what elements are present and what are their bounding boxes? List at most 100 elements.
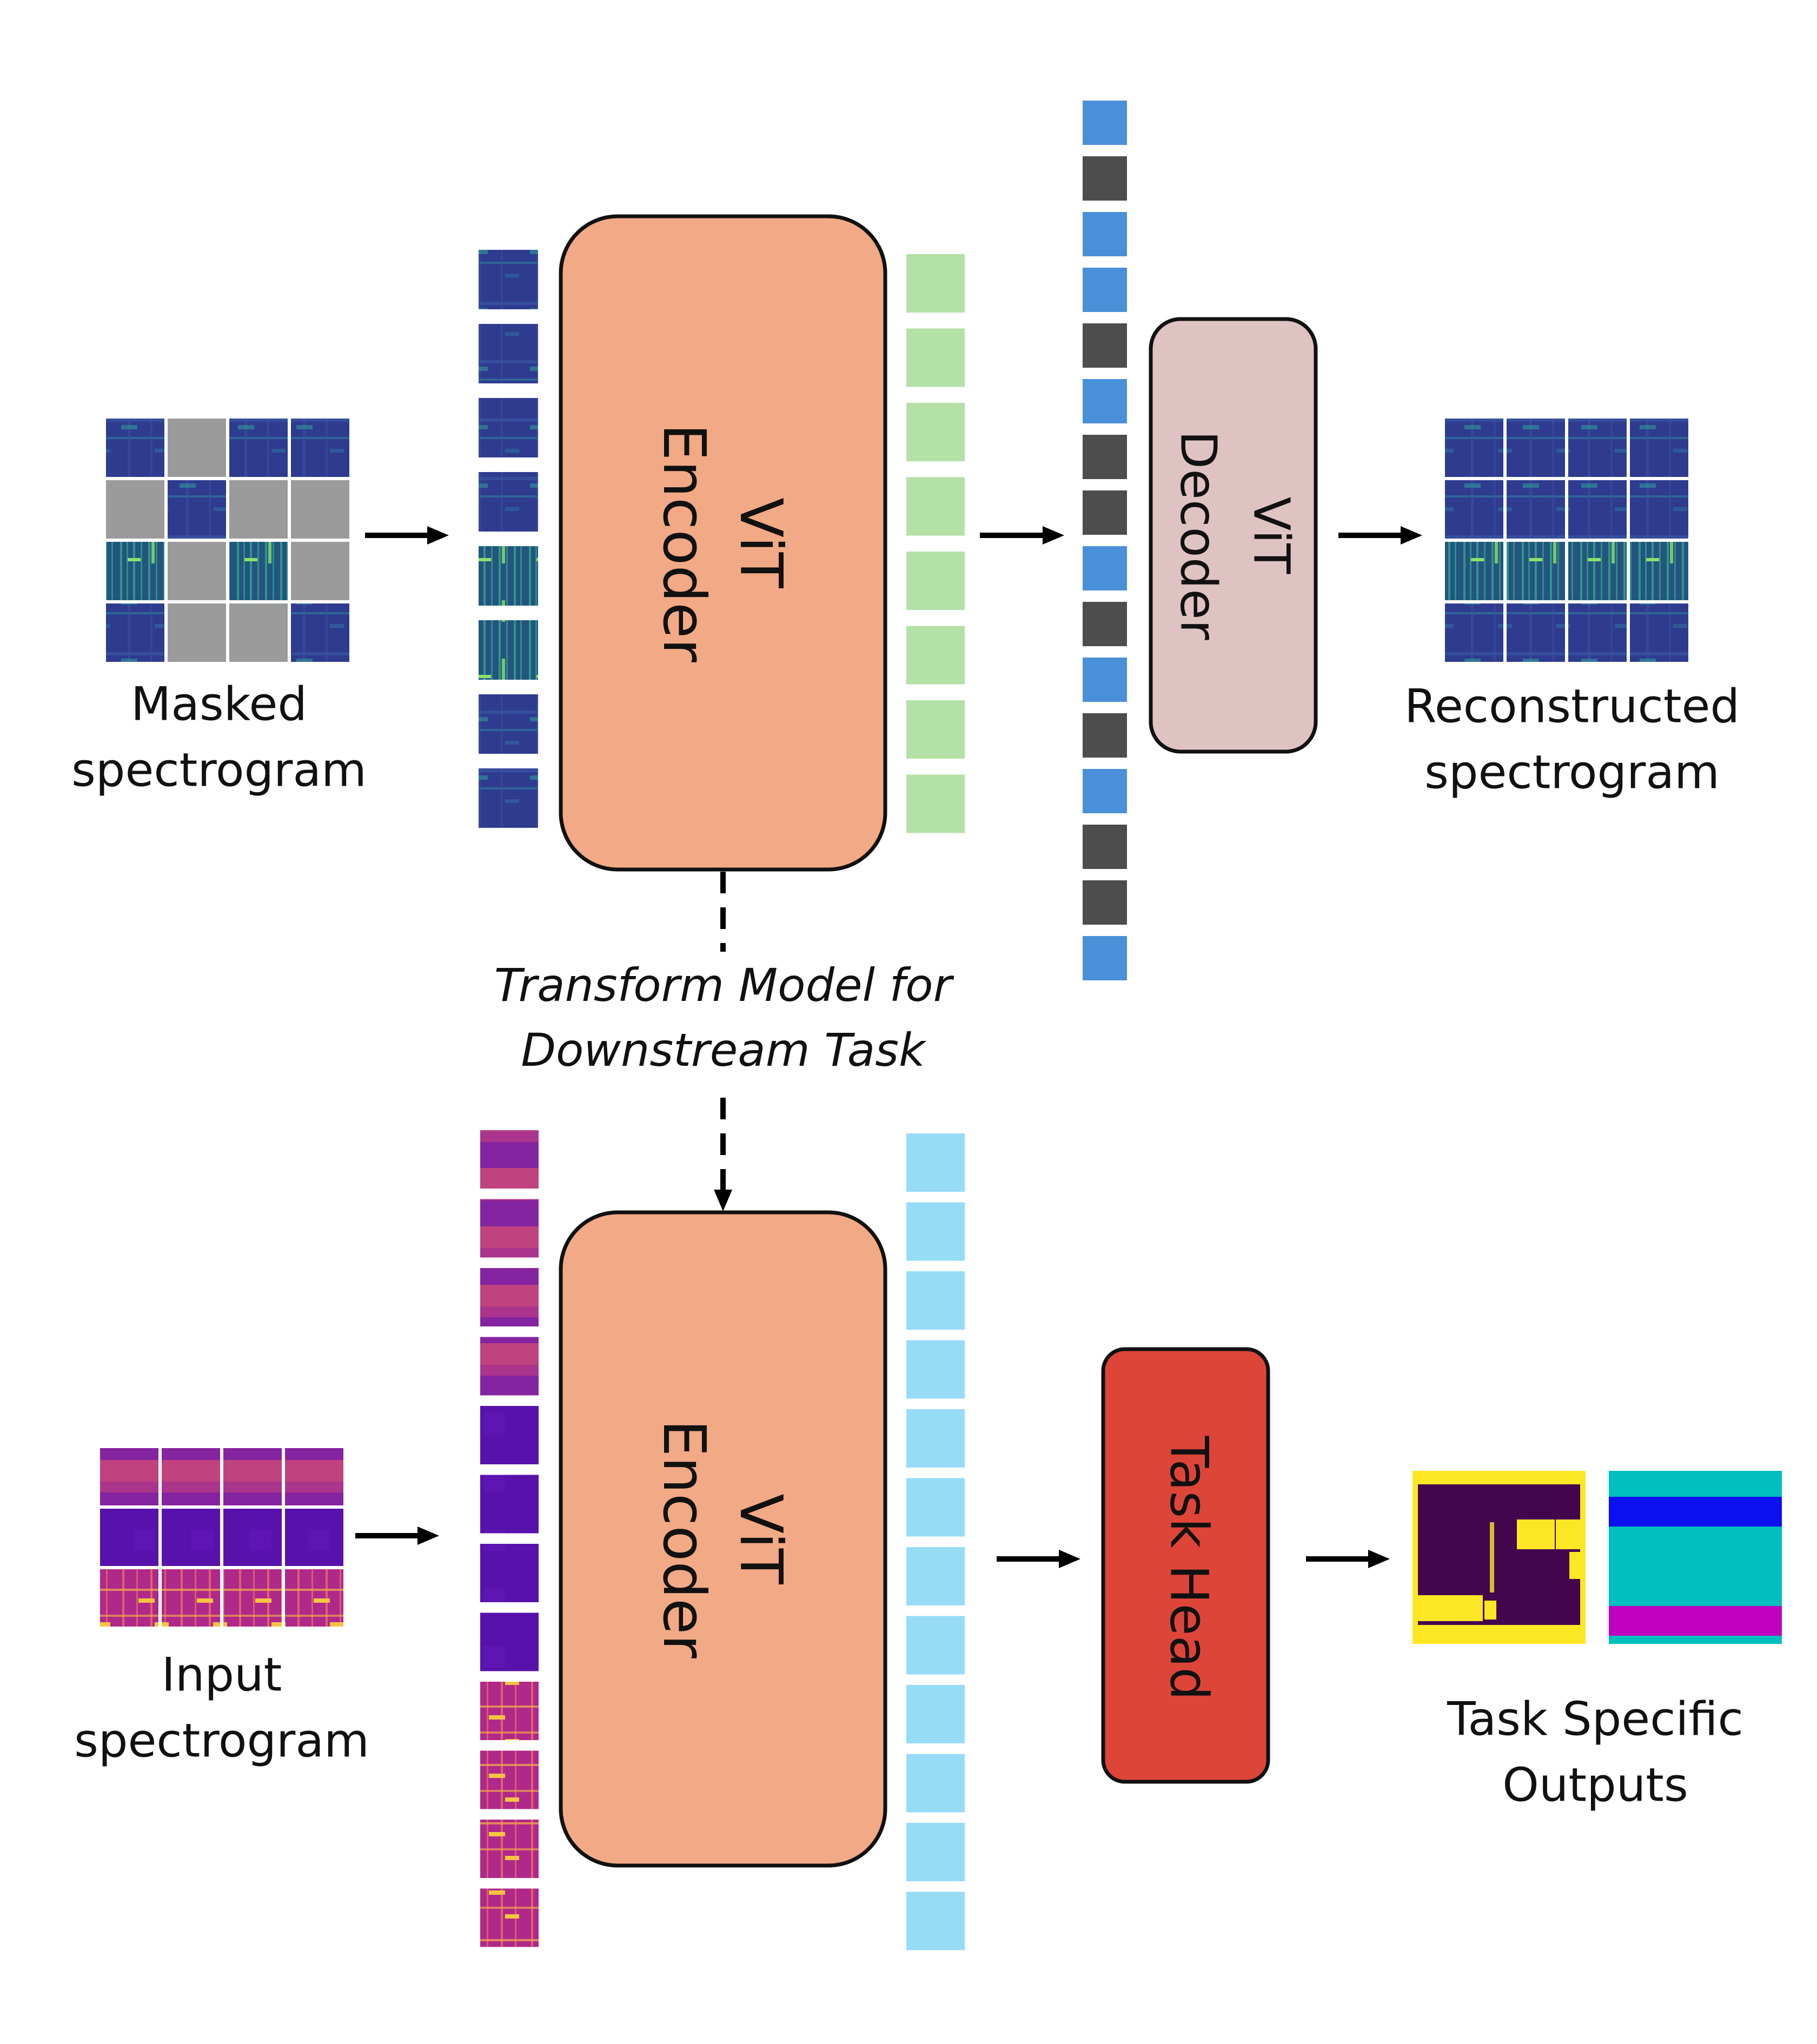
visible-token — [1083, 769, 1127, 813]
reconstructed-spectrogram-grid-cell — [1630, 419, 1688, 477]
encoder-input-patch — [479, 472, 538, 532]
classification-output — [1609, 1471, 1782, 1644]
latent-token — [906, 403, 965, 461]
downstream-token — [906, 1409, 965, 1468]
latent-token — [906, 700, 965, 759]
mask-token — [1083, 713, 1127, 758]
arrow-head-to-outputs — [1306, 1550, 1390, 1568]
downstream-token — [906, 1685, 965, 1743]
reconstructed-spectrogram-grid-cell — [1507, 480, 1565, 539]
downstream-token — [906, 1133, 965, 1192]
transfer-label-line2: Downstream Task — [521, 1024, 927, 1077]
latent-token — [906, 254, 965, 313]
mask-token — [1083, 156, 1127, 201]
mask-token — [1083, 825, 1127, 869]
latent-token — [906, 774, 965, 833]
reconstructed-spectrogram-grid-cell — [1568, 542, 1627, 600]
outputs-label-line2: Outputs — [1502, 1758, 1688, 1812]
transfer-label-line1: Transform Model for — [494, 959, 954, 1012]
input-spectrogram-grid-cell — [223, 1448, 282, 1505]
downstream-input-patch — [480, 1544, 539, 1602]
reconstructed-spectrogram-grid-cell — [1445, 542, 1503, 600]
reconstructed-spectrogram-grid-cell — [1507, 603, 1565, 662]
downstream-input-patch — [480, 1612, 539, 1671]
masked-spectrogram-grid-cell — [106, 480, 164, 539]
masked-spectrogram-grid-cell — [291, 542, 349, 600]
arrow-tokens-to-head-head — [1059, 1550, 1080, 1568]
task-head: Task Head — [1101, 1347, 1270, 1784]
masked-spectrogram-grid-cell — [168, 480, 226, 539]
mask-token — [1083, 435, 1127, 479]
encoder-block-shape — [559, 214, 887, 872]
arrow-input-to-patches — [355, 1527, 439, 1545]
visible-token — [1083, 546, 1127, 590]
input-spectrogram-grid-cell — [285, 1569, 343, 1627]
masked-spectrogram-grid-cell — [229, 603, 288, 662]
arrow-decoder-to-reconstruction — [1338, 526, 1422, 545]
reconstructed-spectrogram-grid-cell — [1445, 603, 1503, 662]
visible-token — [1083, 212, 1127, 256]
mask-token — [1083, 602, 1127, 646]
latent-token — [906, 552, 965, 610]
seg-yellow-blob — [1521, 1625, 1580, 1638]
reconstructed-label-line1: Reconstructed — [1404, 679, 1740, 733]
encoder-input-patch — [479, 694, 538, 754]
seg-yellow-blob — [1556, 1519, 1580, 1549]
downstream-input-patch — [480, 1682, 539, 1740]
mask-token — [1083, 323, 1127, 368]
masked-spectrogram-grid-cell — [291, 603, 349, 662]
arrow-input-to-patches-head — [417, 1527, 439, 1545]
encoder-input-patch — [479, 398, 538, 457]
arrow-tokens-to-head — [997, 1550, 1080, 1568]
downstream-input-patch — [480, 1820, 539, 1878]
masked-spectrogram-grid — [103, 415, 353, 665]
input-spectrogram-grid-cell — [285, 1448, 343, 1505]
encoder-input-patch — [479, 768, 538, 828]
seg-yellow-blob — [1517, 1519, 1555, 1549]
decoder-label-decoder: Decoder — [1170, 430, 1228, 640]
encoder-input-patch — [479, 250, 538, 309]
reconstructed-label-line2: spectrogram — [1424, 745, 1720, 799]
input-label-line1: Input — [162, 1648, 282, 1702]
mask-token — [1083, 880, 1127, 925]
downstream-input-patch — [480, 1268, 539, 1326]
latent-token — [906, 328, 965, 387]
encoder-label-vit: ViT — [727, 1494, 794, 1585]
reconstructed-spectrogram-grid-cell — [1507, 419, 1565, 477]
masked-spectrogram-grid-cell — [291, 419, 349, 477]
arrow-masked-to-patches-head — [427, 526, 449, 545]
input-spectrogram-grid-cell — [162, 1569, 220, 1627]
input-spectrogram-grid-cell — [285, 1509, 343, 1566]
masked-spectrogram-grid-cell — [291, 480, 349, 539]
transfer-dashed-arrow — [714, 1098, 732, 1211]
visible-token — [1083, 379, 1127, 423]
arrow-latent-to-decoder-input — [980, 526, 1064, 545]
masked-label-line1: Masked — [131, 677, 307, 731]
downstream-input-patch — [480, 1475, 539, 1534]
downstream-token — [906, 1823, 965, 1881]
encoder-label-encoder: Encoder — [650, 423, 718, 662]
seg-yellow-line — [1490, 1522, 1494, 1592]
downstream-token — [906, 1754, 965, 1813]
downstream-token — [906, 1271, 965, 1330]
downstream-token — [906, 1478, 965, 1537]
masked-label-line2: spectrogram — [71, 743, 367, 797]
downstream-token — [906, 1340, 965, 1399]
latent-token — [906, 477, 965, 536]
visible-token — [1083, 658, 1127, 702]
arrow-head-to-outputs-head — [1368, 1550, 1390, 1568]
masked-spectrogram-grid-cell — [229, 542, 288, 600]
reconstructed-spectrogram-grid-cell — [1507, 542, 1565, 600]
cls-blue-band — [1609, 1497, 1782, 1527]
reconstructed-spectrogram-grid — [1442, 415, 1692, 665]
masked-spectrogram-grid-cell — [106, 603, 164, 662]
visible-token — [1083, 268, 1127, 312]
masked-spectrogram-grid-cell — [106, 419, 164, 477]
downstream-input-patch — [480, 1888, 539, 1947]
encoder-block-shape — [559, 1210, 887, 1868]
downstream-token — [906, 1547, 965, 1605]
